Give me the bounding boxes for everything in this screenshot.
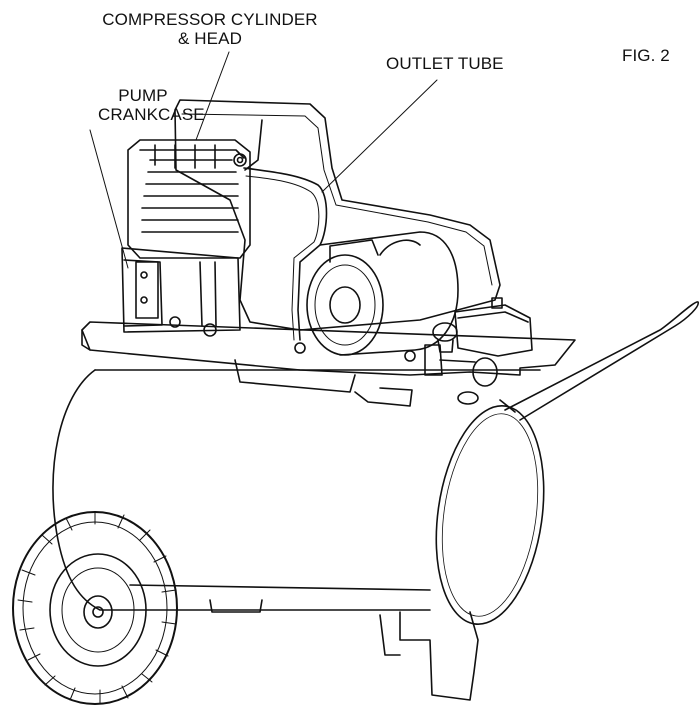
compressor-cylinder-head	[127, 139, 251, 259]
head-bolt	[233, 153, 247, 167]
callout-cylinder-line1: COMPRESSOR CYLINDER	[102, 10, 318, 29]
leader-cylinder	[195, 51, 230, 141]
leader-outlet	[321, 79, 438, 193]
callout-pump-crankcase: PUMP CRANKCASE	[98, 86, 205, 124]
figure-number: FIG. 2	[622, 46, 670, 65]
mounting-platform	[81, 321, 576, 407]
leader-pump	[89, 129, 129, 269]
tank-handle	[499, 301, 699, 421]
callout-outlet-tube: OUTLET TUBE	[386, 54, 504, 73]
tank-foot	[209, 599, 479, 701]
callout-cylinder-line2: & HEAD	[178, 29, 242, 48]
callout-compressor-cylinder-head: COMPRESSOR CYLINDER & HEAD	[70, 10, 350, 48]
leader-lines	[89, 51, 438, 269]
electric-motor	[294, 231, 459, 362]
tank-end-cap	[435, 405, 545, 625]
pressure-gauge	[432, 322, 458, 353]
air-tank	[52, 369, 545, 625]
motor-end-face	[306, 254, 384, 356]
motor-shaft-cover	[329, 286, 361, 324]
pump-crankcase	[121, 247, 241, 337]
pressure-switch	[454, 297, 533, 357]
callout-pump-line2: CRANKCASE	[98, 105, 205, 124]
regulator-valve	[424, 344, 498, 405]
callout-pump-line1: PUMP	[118, 86, 168, 105]
belt-guard	[174, 99, 501, 331]
wheel-tread	[17, 511, 177, 704]
wheel	[12, 511, 178, 705]
drain-plug	[169, 316, 181, 328]
wheel-hub	[83, 595, 113, 629]
outlet-tube	[243, 167, 328, 341]
